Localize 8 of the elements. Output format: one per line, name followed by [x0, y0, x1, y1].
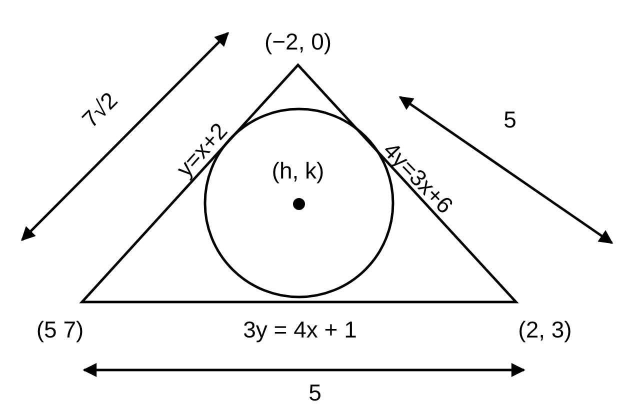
dimension-label: 5 [504, 108, 516, 132]
vertex-label: (5 7) [36, 318, 84, 342]
line-equation: 3y = 4x + 1 [243, 318, 357, 342]
vertex-label: (−2, 0) [264, 30, 332, 54]
dimension-label: 5 [308, 382, 322, 404]
dimension-label: 7√2 [78, 88, 122, 132]
vertex-label: (2, 3) [518, 318, 572, 342]
center-label: (h, k) [272, 160, 324, 182]
